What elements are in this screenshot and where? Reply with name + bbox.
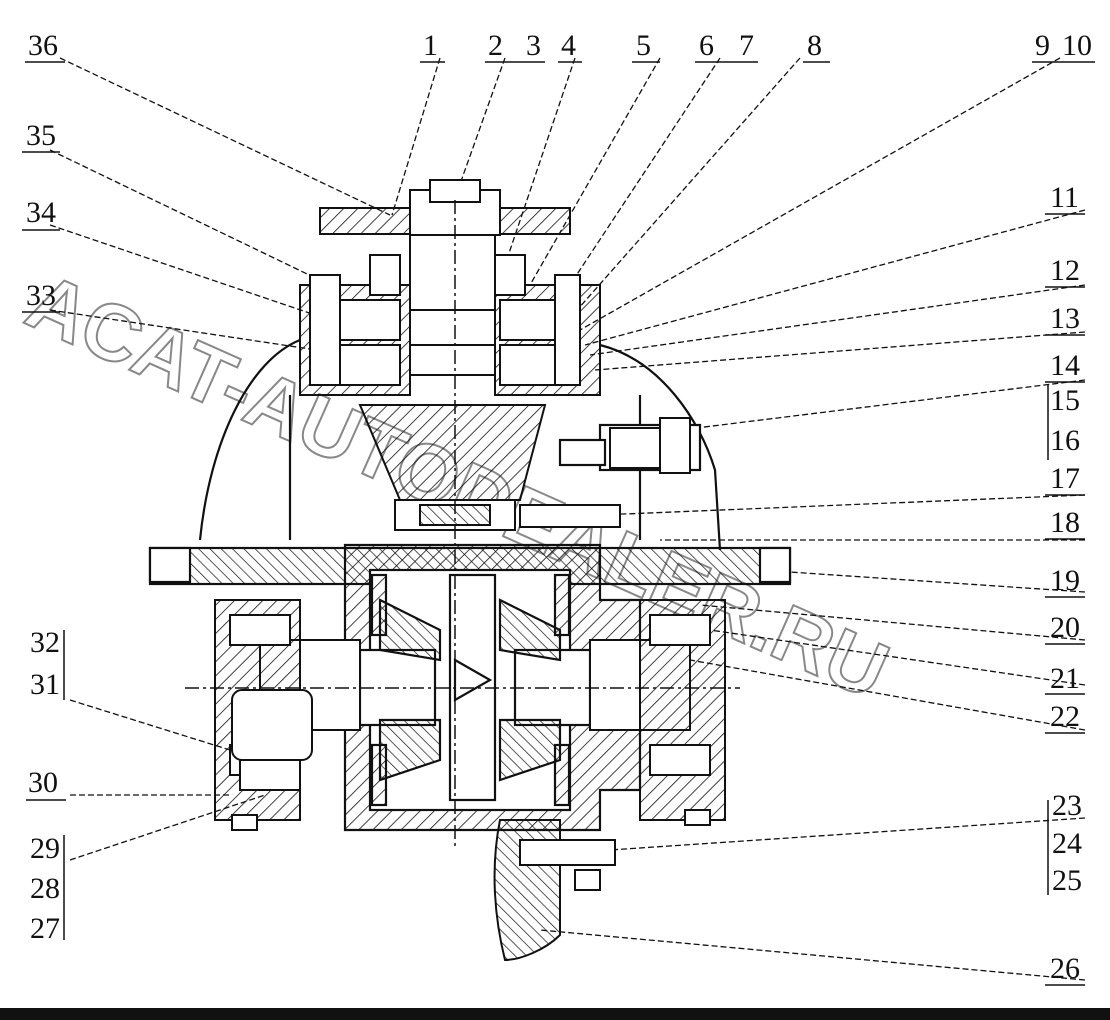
callouts-left: 35 34 33 32 31 30 29 28 27 xyxy=(26,119,60,945)
pinion-shaft xyxy=(409,234,496,376)
bottom-bar xyxy=(0,1008,1110,1020)
bevel-pinion-gear xyxy=(358,404,621,531)
callout-18: 18 xyxy=(1050,506,1080,539)
callout-6: 6 xyxy=(699,29,714,62)
callout-2: 2 xyxy=(488,29,503,62)
callout-17: 17 xyxy=(1050,462,1080,495)
callout-15: 15 xyxy=(1050,384,1080,417)
callout-9: 9 xyxy=(1035,29,1050,62)
callout-underlines xyxy=(22,61,1095,986)
callout-27: 27 xyxy=(30,912,60,945)
bearing-housing xyxy=(299,254,601,396)
callout-8: 8 xyxy=(807,29,822,62)
callout-21: 21 xyxy=(1050,662,1080,695)
speed-sensor xyxy=(609,417,691,474)
callout-3: 3 xyxy=(526,29,541,62)
callout-23: 23 xyxy=(1052,789,1082,822)
callout-32: 32 xyxy=(30,626,60,659)
callout-7: 7 xyxy=(739,29,754,62)
callout-16: 16 xyxy=(1050,424,1080,457)
callout-29: 29 xyxy=(30,832,60,865)
callout-20: 20 xyxy=(1050,611,1080,644)
callout-4: 4 xyxy=(561,29,576,62)
callout-30: 30 xyxy=(28,766,58,799)
input-flange xyxy=(319,179,571,236)
callout-34: 34 xyxy=(26,196,56,229)
callout-19: 19 xyxy=(1050,564,1080,597)
callout-28: 28 xyxy=(30,872,60,905)
callout-26: 26 xyxy=(1050,952,1080,985)
callout-5: 5 xyxy=(636,29,651,62)
callout-11: 11 xyxy=(1050,181,1079,214)
callout-35: 35 xyxy=(26,119,56,152)
callout-36: 36 xyxy=(28,29,58,62)
callout-31: 31 xyxy=(30,668,60,701)
callout-14: 14 xyxy=(1050,349,1080,382)
callouts-right: 11 12 13 14 15 16 17 18 19 20 21 22 23 2… xyxy=(1050,181,1082,985)
callout-13: 13 xyxy=(1050,302,1080,335)
centre-line xyxy=(185,200,740,850)
callout-25: 25 xyxy=(1052,864,1082,897)
callout-33: 33 xyxy=(26,279,56,312)
side-covers xyxy=(214,599,726,831)
callout-12: 12 xyxy=(1050,254,1080,287)
callout-1: 1 xyxy=(423,29,438,62)
leader-lines xyxy=(49,57,1086,981)
callout-22: 22 xyxy=(1050,700,1080,733)
mounting-bracket xyxy=(493,819,616,962)
callout-24: 24 xyxy=(1052,827,1082,860)
callouts-top: 36 1 2 3 4 5 6 7 8 9 10 xyxy=(28,29,1092,62)
callout-10: 10 xyxy=(1062,29,1092,62)
